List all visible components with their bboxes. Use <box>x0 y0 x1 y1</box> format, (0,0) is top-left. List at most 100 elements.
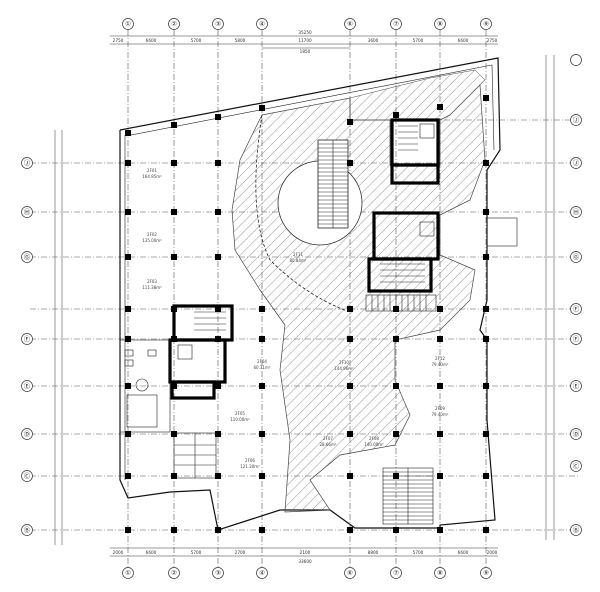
column <box>171 254 177 260</box>
axis-label-8: ⑧ <box>437 20 443 28</box>
column <box>171 527 177 533</box>
column <box>125 254 131 260</box>
column <box>125 160 131 166</box>
axis-bubbles-right: Ⓙ Ⓙ Ⓗ Ⓖ Ⓕ Ⓕ Ⓔ Ⓓ Ⓒ Ⓑ <box>570 54 582 536</box>
svg-text:2000: 2000 <box>113 550 124 555</box>
svg-text:Ⓑ: Ⓑ <box>573 526 580 534</box>
room-2F05-code: 2F05 <box>235 411 245 416</box>
column <box>437 473 443 479</box>
svg-text:Ⓕ: Ⓕ <box>573 305 580 313</box>
column <box>483 209 489 215</box>
svg-text:Ⓓ: Ⓓ <box>24 430 31 438</box>
column <box>393 473 399 479</box>
svg-text:Ⓗ: Ⓗ <box>24 208 31 216</box>
svg-text:2750: 2750 <box>487 38 498 43</box>
column <box>215 306 221 312</box>
room-2F04-area: 60.31m² <box>254 365 271 370</box>
column <box>259 431 265 437</box>
column <box>125 431 131 437</box>
room-2F02-area: 135.00m² <box>142 238 162 243</box>
column <box>483 336 489 342</box>
column <box>393 336 399 342</box>
column <box>125 336 131 342</box>
column <box>125 306 131 312</box>
svg-text:2700: 2700 <box>235 550 246 555</box>
column <box>437 306 443 312</box>
room-2F03-area: 111.38m² <box>142 285 162 290</box>
room-2F01-area: 164.95m² <box>142 174 162 179</box>
column <box>483 431 489 437</box>
column <box>437 527 443 533</box>
column <box>171 209 177 215</box>
column <box>393 383 399 389</box>
column <box>259 527 265 533</box>
dimension-lines <box>54 35 555 557</box>
axis-bubbles-left: Ⓙ Ⓗ Ⓖ Ⓕ Ⓔ Ⓓ Ⓒ Ⓑ <box>21 157 33 536</box>
svg-text:①: ① <box>125 569 131 577</box>
axis-label-9: ⑨ <box>483 20 489 28</box>
column <box>215 254 221 260</box>
room-2F08-code: 2F08 <box>369 436 379 441</box>
svg-text:②: ② <box>171 569 177 577</box>
room-2F10-code: 2F10 <box>339 360 349 365</box>
axis-label-3: ③ <box>215 20 221 28</box>
svg-text:Ⓗ: Ⓗ <box>573 208 580 216</box>
svg-text:⑨: ⑨ <box>483 569 489 577</box>
room-2F10-area: 144.96m² <box>334 366 354 371</box>
column <box>125 130 131 136</box>
svg-text:2100: 2100 <box>300 550 311 555</box>
svg-text:⑧: ⑧ <box>437 569 443 577</box>
room-2F01-code: 2F01 <box>147 168 157 173</box>
column <box>215 383 221 389</box>
room-2F11-area: 80.84m² <box>290 258 307 263</box>
column <box>483 160 489 166</box>
column <box>483 473 489 479</box>
column <box>171 160 177 166</box>
axis-bubbles-top: ① ② ③ ④ ⑥ ⑦ ⑧ ⑨ <box>122 18 492 30</box>
toilets-west <box>119 339 171 433</box>
column <box>171 306 177 312</box>
room-2F07-code: 2F07 <box>323 436 333 441</box>
svg-text:8800: 8800 <box>368 550 379 555</box>
svg-text:Ⓙ: Ⓙ <box>573 116 580 124</box>
svg-text:Ⓖ: Ⓖ <box>24 253 31 261</box>
column <box>171 122 177 128</box>
column <box>259 473 265 479</box>
structural-columns <box>125 95 489 533</box>
column <box>347 473 353 479</box>
svg-text:Ⓔ: Ⓔ <box>24 382 31 390</box>
svg-text:6600: 6600 <box>458 38 469 43</box>
room-2F03-code: 2F03 <box>147 279 157 284</box>
room-2F02-code: 2F02 <box>147 232 157 237</box>
axis-label-1: ① <box>125 20 131 28</box>
room-labels: 2F01 164.95m² 2F02 135.00m² 2F03 111.38m… <box>142 168 449 469</box>
column <box>483 95 489 101</box>
svg-text:Ⓙ: Ⓙ <box>24 159 31 167</box>
room-2F07-area: 28.66m² <box>320 442 337 447</box>
escalator-treads <box>318 143 348 225</box>
column <box>347 306 353 312</box>
svg-text:⑥: ⑥ <box>347 569 353 577</box>
column <box>347 336 353 342</box>
room-2F09-area: 79.40m² <box>432 412 449 417</box>
column <box>215 209 221 215</box>
room-2F12-code: 2F12 <box>435 356 445 361</box>
room-2F05-area: 110.00m² <box>230 417 250 422</box>
dim-top-total: 35250 <box>298 30 312 35</box>
column <box>125 527 131 533</box>
axis-label-7: ⑦ <box>393 20 399 28</box>
atrium-top-hatch <box>349 69 486 121</box>
axis-label-2: ② <box>171 20 177 28</box>
column <box>171 383 177 389</box>
room-2F11-code: 2F11 <box>293 252 303 257</box>
svg-text:6600: 6600 <box>146 38 157 43</box>
column <box>171 473 177 479</box>
axis-label-4: ④ <box>259 20 265 28</box>
room-2F06-area: 121.30m² <box>240 464 260 469</box>
svg-text:Ⓙ: Ⓙ <box>573 159 580 167</box>
column <box>437 383 443 389</box>
column <box>215 473 221 479</box>
svg-text:Ⓖ: Ⓖ <box>573 253 580 261</box>
core-ne <box>390 118 440 185</box>
